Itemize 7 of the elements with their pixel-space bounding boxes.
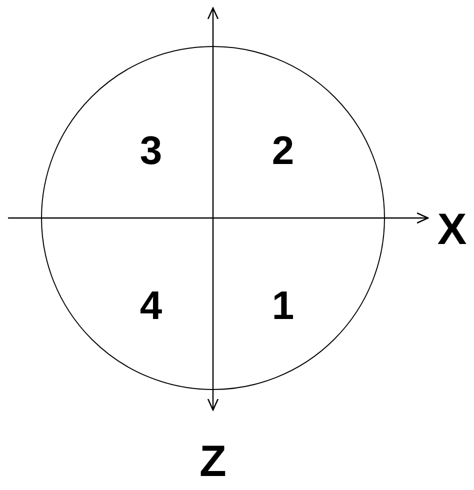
quadrant-number: 1	[272, 286, 294, 326]
quadrant-number: 3	[140, 131, 162, 171]
quadrant-number: 2	[272, 131, 294, 171]
axis-label: Z	[200, 440, 226, 484]
circle	[41, 46, 385, 390]
quadrant-number: 4	[140, 286, 162, 326]
axis-label: X	[437, 208, 467, 252]
